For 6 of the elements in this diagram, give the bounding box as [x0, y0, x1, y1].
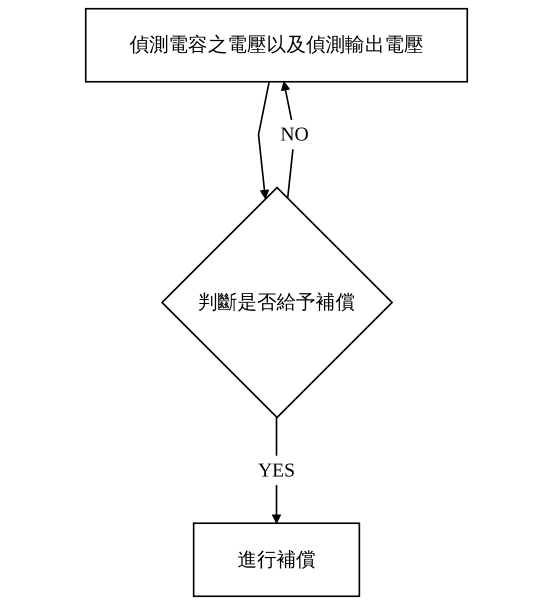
- node-diamond: 判斷是否給予補償: [160, 186, 394, 419]
- edge-label: NO: [280, 123, 309, 145]
- node-box: 進行補償: [192, 522, 360, 598]
- arrow: [258, 82, 270, 200]
- edge-label: YES: [258, 458, 296, 481]
- node-box: 偵測電容之電壓以及偵測輸出電壓: [84, 8, 468, 83]
